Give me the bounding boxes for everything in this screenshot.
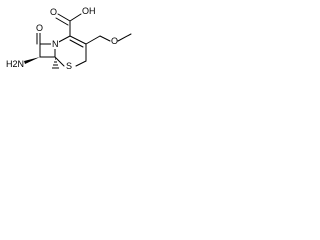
chemical-structure: O N S O OH O H2N — [6, 6, 132, 71]
label-bg-ring-n — [51, 40, 59, 49]
atom-ring-s: S — [66, 61, 72, 71]
bond-ring-c4-c3-double — [69, 39, 84, 48]
hash-bond-ring-fusion — [52, 58, 59, 69]
atom-amine: H2N — [6, 59, 24, 69]
label-bg-ring-s — [65, 61, 73, 71]
label-bg-carbonyl-o — [35, 24, 43, 33]
atom-acid-o: O — [50, 7, 57, 17]
atom-acid-oh: OH — [82, 6, 96, 16]
atom-ring-n: N — [52, 39, 59, 49]
bond-acid-c-o-2 — [55, 17, 69, 26]
bond-ring-c2-s — [75, 60, 87, 67]
bond-ring-s-c6 — [54, 56, 65, 67]
bond-side-ch2-o — [99, 35, 111, 42]
bond-acid-c-o-1 — [57, 13, 71, 22]
bond-side-c3-ch2 — [85, 35, 101, 45]
atom-carbonyl-o: O — [36, 23, 43, 33]
bond-acid-c-oh — [69, 13, 82, 22]
bond-ring-c4-c3 — [69, 35, 87, 45]
wedge-bond-amine — [24, 57, 40, 64]
bond-side-o-ch3 — [117, 33, 132, 42]
atom-ether-o: O — [111, 36, 118, 46]
